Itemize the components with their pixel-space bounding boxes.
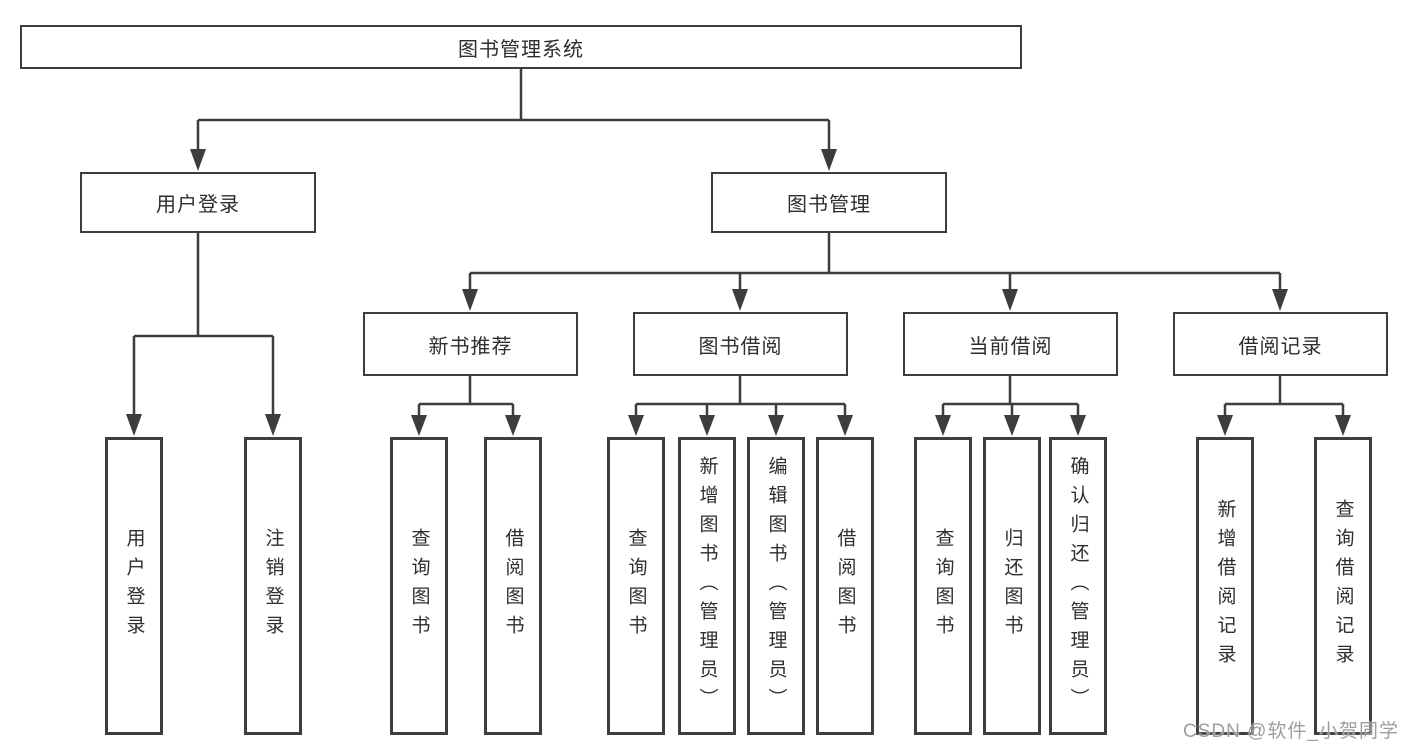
node-label: 用户登录 <box>156 194 240 216</box>
leaf-add-borrow-record: 新增借阅记录 <box>1196 437 1254 735</box>
connector-book-management-to-level3 <box>462 233 1288 311</box>
leaf-user-login: 用户登录 <box>105 437 163 735</box>
connector-new-book-recommend-to-leaves <box>411 376 521 436</box>
arrowhead <box>1004 415 1020 436</box>
node-label: 确认归还（管理员） <box>1067 455 1089 717</box>
node-new-book-recommend: 新书推荐 <box>363 312 578 376</box>
node-label: 借阅记录 <box>1238 335 1323 358</box>
node-label: 查询图书 <box>408 528 430 644</box>
leaf-query-borrow-record: 查询借阅记录 <box>1314 437 1372 735</box>
leaf-query-books-current: 查询图书 <box>914 437 972 735</box>
arrowhead <box>462 289 478 311</box>
node-label: 归还图书 <box>1001 528 1023 644</box>
leaf-confirm-return-admin: 确认归还（管理员） <box>1049 437 1107 735</box>
node-label: 图书管理 <box>787 194 871 216</box>
arrowhead <box>768 415 784 436</box>
connector-book-borrowing-to-leaves <box>628 376 853 436</box>
arrowhead <box>1217 415 1233 436</box>
arrowhead <box>1272 289 1288 311</box>
connector-root-to-level2 <box>190 69 837 171</box>
node-library-management-system: 图书管理系统 <box>20 25 1022 69</box>
arrowhead <box>1002 289 1018 311</box>
arrowhead <box>126 414 142 436</box>
leaf-query-books-borrowing: 查询图书 <box>607 437 665 735</box>
leaf-add-book-admin: 新增图书（管理员） <box>678 437 736 735</box>
node-label: 新增图书（管理员） <box>696 455 718 717</box>
node-label: 编辑图书（管理员） <box>765 455 787 717</box>
node-label: 当前借阅 <box>968 335 1053 358</box>
connector-borrowing-records-to-leaves <box>1217 376 1351 436</box>
leaf-borrow-books-borrowing: 借阅图书 <box>816 437 874 735</box>
arrowhead <box>265 414 281 436</box>
node-label: 图书借阅 <box>698 335 783 358</box>
arrowhead <box>935 415 951 436</box>
arrowhead <box>505 415 521 436</box>
leaf-return-books: 归还图书 <box>983 437 1041 735</box>
leaf-logout: 注销登录 <box>244 437 302 735</box>
node-book-management: 图书管理 <box>711 172 947 233</box>
node-book-borrowing: 图书借阅 <box>633 312 848 376</box>
connector-user-login-to-leaves <box>126 233 281 436</box>
arrowhead <box>190 149 206 171</box>
node-label: 图书管理系统 <box>458 38 584 61</box>
node-label: 借阅图书 <box>502 528 524 644</box>
node-label: 用户登录 <box>123 528 145 644</box>
arrowhead <box>1335 415 1351 436</box>
arrowhead <box>411 415 427 436</box>
arrowhead <box>1070 415 1086 436</box>
node-borrowing-records: 借阅记录 <box>1173 312 1388 376</box>
node-label: 借阅图书 <box>834 528 856 644</box>
node-label: 查询图书 <box>932 528 954 644</box>
node-label: 新书推荐 <box>428 335 513 358</box>
arrowhead <box>837 415 853 436</box>
arrowhead <box>821 149 837 171</box>
arrowhead <box>732 289 748 311</box>
csdn-watermark: CSDN @软件_小贺同学 <box>1183 721 1399 742</box>
leaf-borrow-books-recommend: 借阅图书 <box>484 437 542 735</box>
arrowhead <box>628 415 644 436</box>
node-label: 查询图书 <box>625 528 647 644</box>
node-user-login: 用户登录 <box>80 172 316 233</box>
node-label: 查询借阅记录 <box>1332 499 1354 673</box>
leaf-query-books-recommend: 查询图书 <box>390 437 448 735</box>
connector-current-borrowing-to-leaves <box>935 376 1086 436</box>
node-label: 注销登录 <box>262 528 284 644</box>
arrowhead <box>699 415 715 436</box>
node-current-borrowing: 当前借阅 <box>903 312 1118 376</box>
node-label: 新增借阅记录 <box>1214 499 1236 673</box>
leaf-edit-book-admin: 编辑图书（管理员） <box>747 437 805 735</box>
